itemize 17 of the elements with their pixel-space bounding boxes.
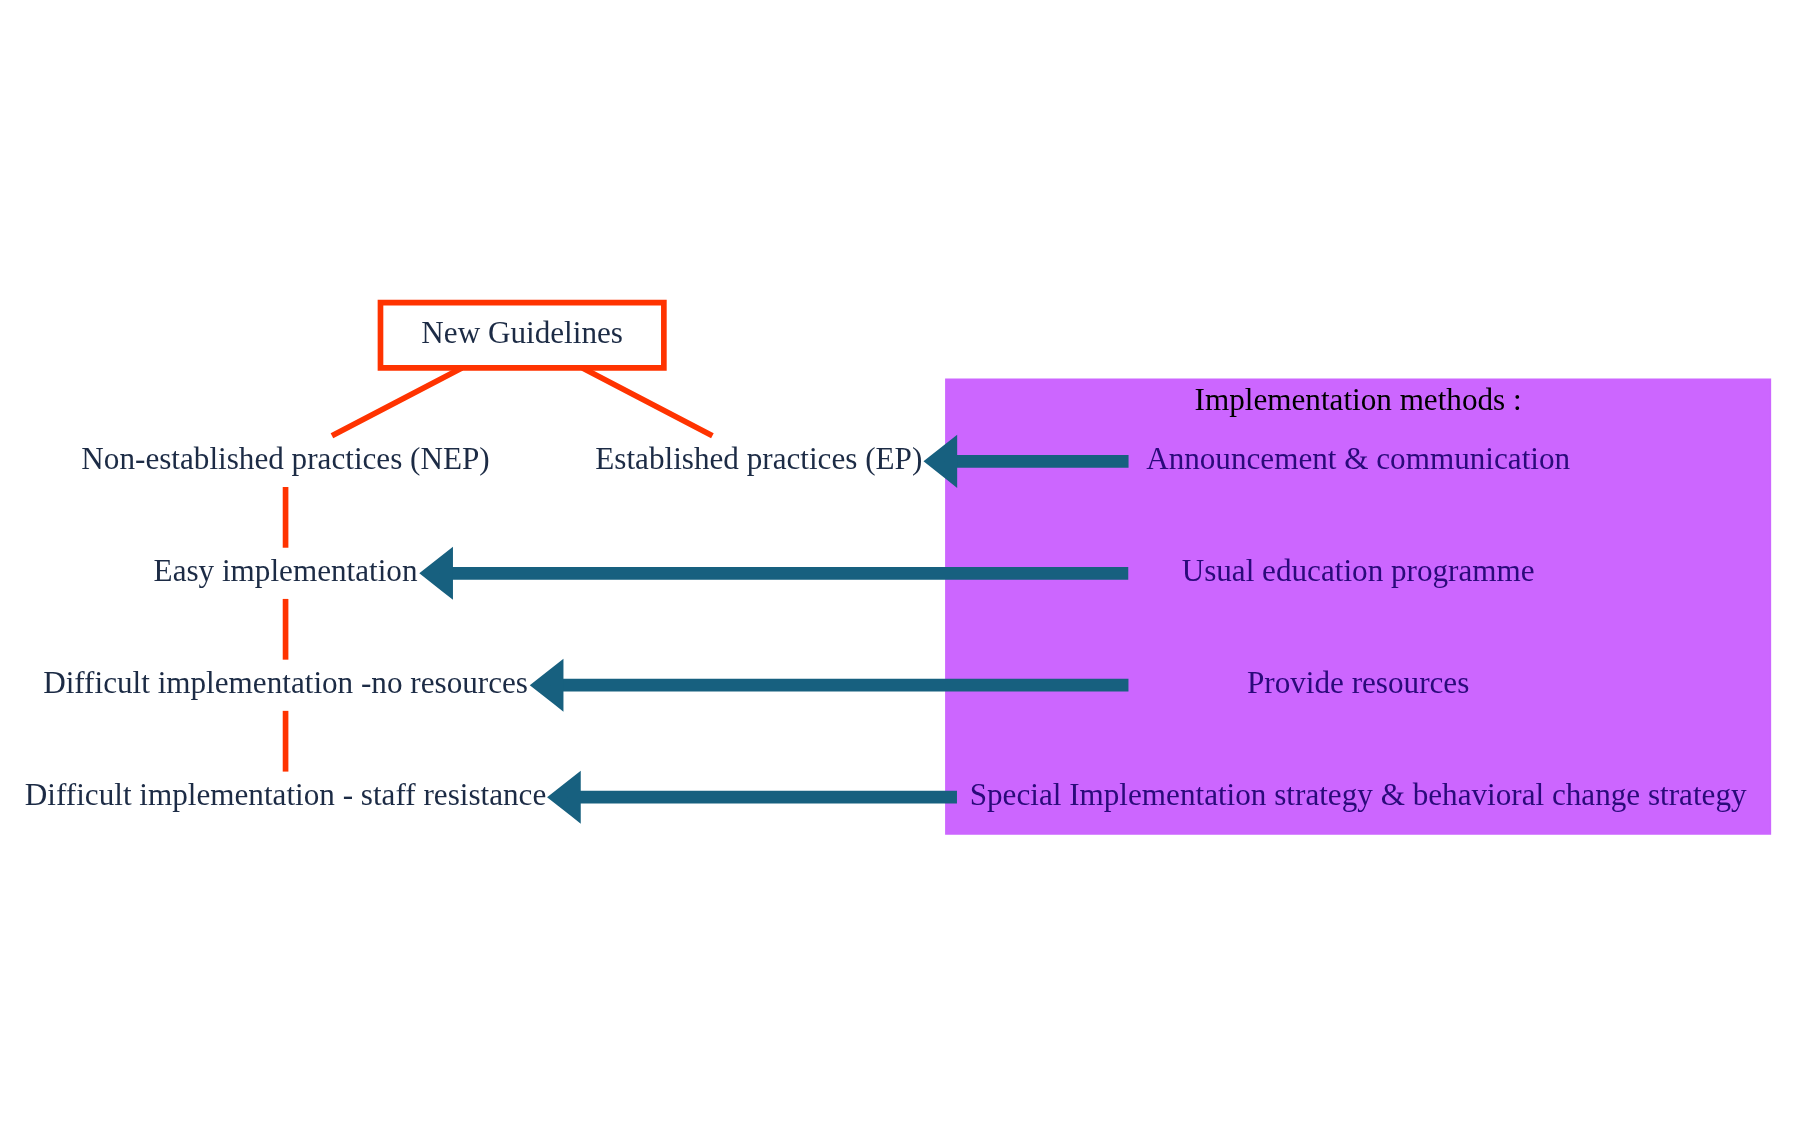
connector bbox=[282, 487, 289, 548]
node-text: Special Implementation strategy & behavioral change strategy bbox=[969, 777, 1747, 813]
node-text: Usual education programme bbox=[1181, 553, 1535, 589]
arrow bbox=[923, 434, 1129, 488]
node-text: Non-established practices (NEP) bbox=[81, 441, 490, 477]
arrow bbox=[529, 658, 1129, 712]
connector bbox=[282, 710, 289, 772]
connector bbox=[282, 598, 289, 660]
node-box: New Guidelines bbox=[377, 299, 667, 371]
node-text: Difficult implementation - staff resistance bbox=[24, 777, 547, 813]
node-text: Difficult implementation -no resources bbox=[43, 665, 528, 701]
node-text: Provide resources bbox=[1246, 665, 1470, 701]
arrow bbox=[547, 770, 957, 824]
node-text: Established practices (EP) bbox=[595, 441, 923, 477]
arrow bbox=[419, 546, 1129, 600]
node-text: Easy implementation bbox=[153, 553, 418, 589]
node-text: Announcement & communication bbox=[1146, 441, 1571, 477]
